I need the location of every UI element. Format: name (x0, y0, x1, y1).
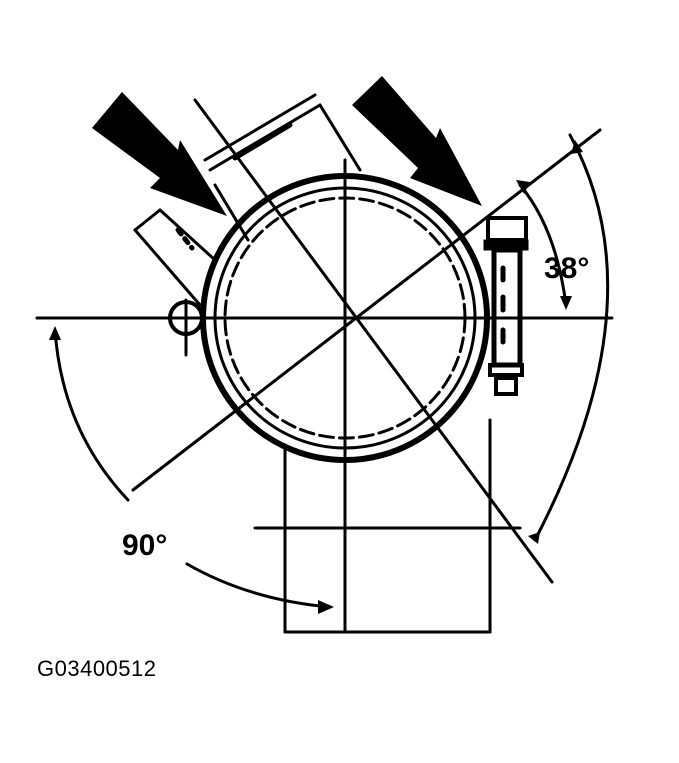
angle-38-label: 38° (544, 252, 589, 285)
branch-pipe (203, 93, 362, 242)
arc-38 (518, 183, 568, 307)
clamp-screw-housing (483, 216, 529, 396)
arc-outer-right (533, 133, 610, 542)
side-pipe (133, 208, 217, 307)
angle-90-label: 90° (122, 529, 167, 562)
figure-id: G03400512 (37, 656, 157, 681)
arc-90-arrow (185, 562, 332, 609)
indicator-arrow-left (92, 92, 227, 216)
diagonal-cross-line (193, 98, 554, 584)
arc-90 (53, 328, 130, 502)
indicator-arrow-right (352, 76, 482, 206)
locator-pin (168, 298, 204, 357)
